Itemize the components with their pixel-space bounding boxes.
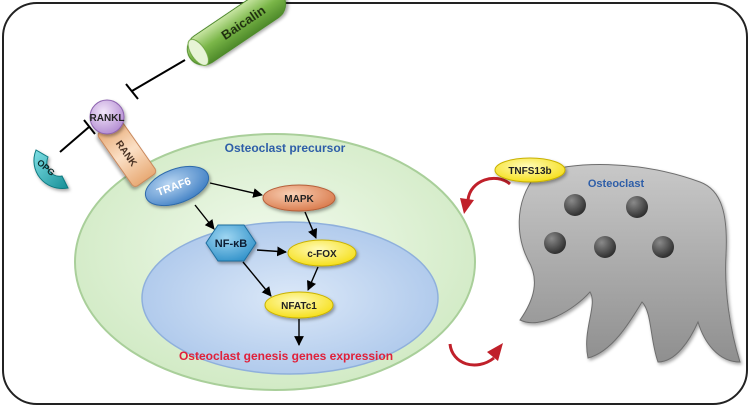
arrow-traf6-nfkb	[194, 204, 215, 230]
osteoclast-nucleus-5	[652, 236, 674, 258]
osteoclast-cell	[518, 164, 741, 363]
arrow-mapk-cfox	[304, 211, 318, 239]
nfkb-label: NF-κB	[215, 238, 247, 250]
tnfs13b-label: TNFS13b	[508, 166, 551, 177]
mapk-node: MAPK	[262, 184, 336, 212]
rank-receptor: RANK	[97, 119, 157, 188]
arrow-nfkb-cfox	[256, 246, 287, 257]
rankl-node: RANKL	[89, 99, 125, 135]
osteoclast-nucleus-2	[626, 196, 648, 218]
precursor-label: Osteoclast precursor	[225, 141, 346, 155]
rankl-label: RANKL	[90, 113, 125, 124]
nfatc1-node: NFATc1	[264, 291, 334, 319]
red-arrow-top-head	[460, 198, 474, 214]
osteoclast-nucleus-3	[544, 232, 566, 254]
arrow-traf6-mapk	[209, 182, 263, 198]
opg-inhibition	[59, 119, 96, 153]
tnfs13b-node: TNFS13b	[494, 157, 566, 183]
traf6-node: TRAF6	[144, 165, 210, 207]
nfatc1-label: NFATc1	[281, 301, 317, 312]
red-arrow-bottom	[448, 343, 495, 367]
osteoclast-nucleus-1	[564, 194, 586, 216]
cfox-node: c-FOX	[287, 239, 357, 267]
pathway-arrows	[194, 182, 319, 346]
cfox-label: c-FOX	[307, 249, 337, 260]
red-arrow-top	[466, 176, 511, 201]
mapk-label: MAPK	[284, 194, 314, 205]
arrow-cfox-nfatc1	[307, 266, 319, 291]
red-arrow-bottom-head	[487, 343, 503, 361]
arrow-nfkb-nfatc1	[242, 261, 272, 297]
baicalin-inhibition	[125, 59, 186, 100]
nfkb-node: NF-κB	[205, 224, 257, 262]
differentiation-arrows	[448, 176, 511, 367]
osteoclast-nucleus-4	[594, 236, 616, 258]
osteoclast-label: Osteoclast	[588, 178, 645, 190]
expression-label: Osteoclast genesis genes expression	[179, 349, 393, 363]
